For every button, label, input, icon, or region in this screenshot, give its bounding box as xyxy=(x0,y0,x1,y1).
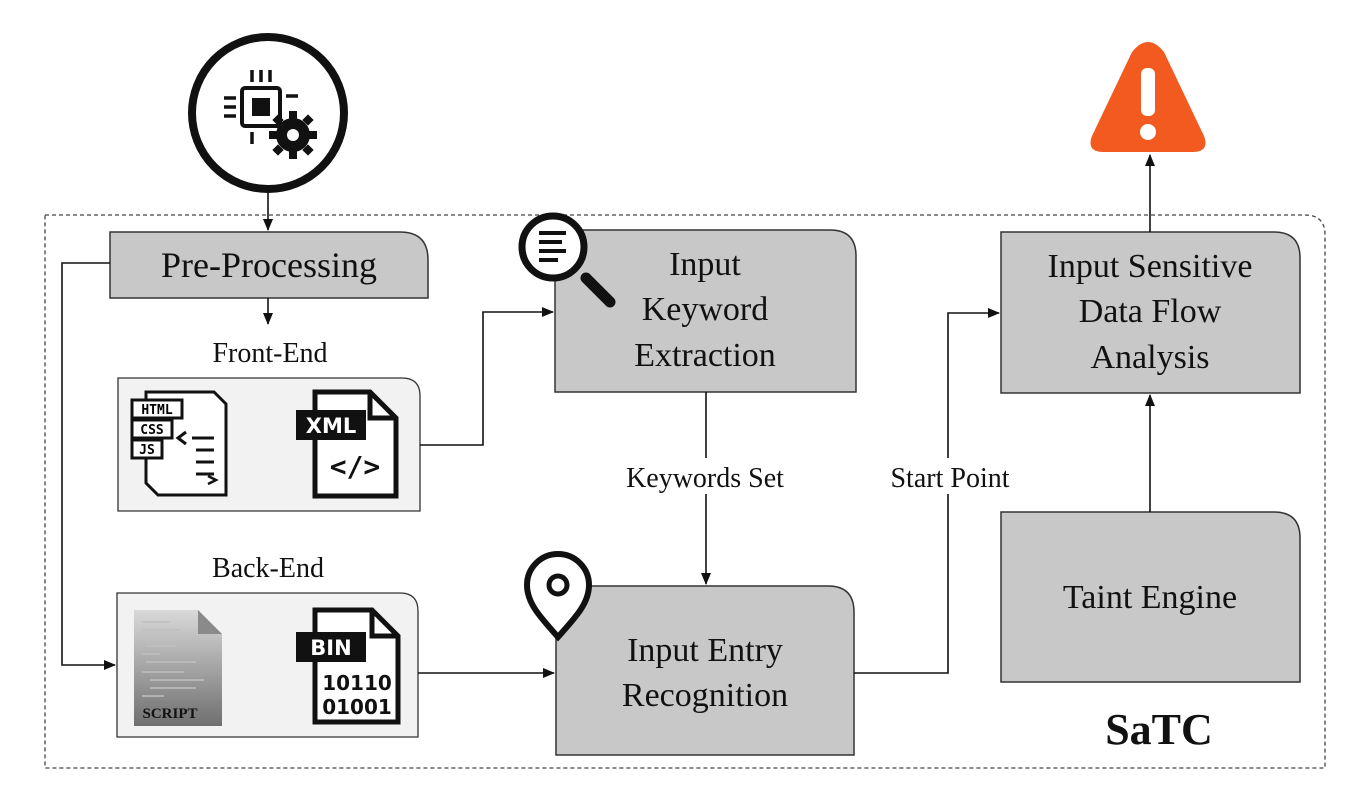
warning-triangle-icon xyxy=(1090,42,1206,152)
taint-engine-label: Taint Engine xyxy=(1063,579,1237,616)
svg-text:BIN: BIN xyxy=(310,636,351,660)
svg-text:01001: 01001 xyxy=(322,695,392,719)
binary-file-icon: BIN 10110 01001 xyxy=(296,607,401,725)
input-sensitive-data-flow-analysis-box: Input Sensitive Data Flow Analysis xyxy=(1000,231,1301,394)
satc-system-boundary xyxy=(44,214,1326,769)
data-flow-line-1: Input Sensitive xyxy=(1048,248,1253,285)
xml-file-icon: XML </> xyxy=(296,389,399,499)
svg-text:SCRIPT: SCRIPT xyxy=(142,706,197,722)
data-flow-line-3: Analysis xyxy=(1091,339,1210,376)
pre-processing-box: Pre-Processing xyxy=(109,231,429,299)
svg-text:10110: 10110 xyxy=(322,671,392,695)
back-end-label: Back-End xyxy=(212,553,324,584)
location-pin-icon xyxy=(523,551,593,642)
svg-text:XML: XML xyxy=(306,414,356,438)
entry-recognition-line-2: Recognition xyxy=(622,677,788,714)
arrow-preprocessing-to-backend xyxy=(61,262,116,670)
front-end-group: HTML CSS JS XML </> xyxy=(117,377,421,512)
entry-recognition-line-1: Input Entry xyxy=(627,632,783,669)
keyword-extraction-line-1: Input xyxy=(669,246,741,283)
html-css-js-file-icon: HTML CSS JS xyxy=(130,390,228,497)
keyword-extraction-line-3: Extraction xyxy=(634,337,776,374)
front-end-label: Front-End xyxy=(212,338,327,369)
document-search-icon xyxy=(518,212,616,308)
svg-text:</>: </> xyxy=(330,450,381,483)
start-point-label: Start Point xyxy=(890,463,1009,494)
pre-processing-label: Pre-Processing xyxy=(161,245,377,285)
back-end-group: SCRIPT BIN 10110 01001 xyxy=(116,592,419,738)
satc-system-label: SaTC xyxy=(1105,705,1213,754)
script-file-icon: SCRIPT xyxy=(134,610,222,726)
svg-text:HTML: HTML xyxy=(141,403,172,418)
taint-engine-box: Taint Engine xyxy=(1000,511,1301,683)
firmware-chip-gear-icon xyxy=(188,33,348,193)
svg-text:CSS: CSS xyxy=(140,423,164,438)
arrow-frontend-to-keyword-extraction xyxy=(420,307,554,446)
keywords-set-label: Keywords Set xyxy=(626,463,784,494)
input-entry-recognition-box: Input Entry Recognition xyxy=(555,585,855,756)
data-flow-line-2: Data Flow xyxy=(1079,293,1222,330)
keyword-extraction-line-2: Keyword xyxy=(642,291,769,328)
input-keyword-extraction-box: Input Keyword Extraction xyxy=(554,229,857,393)
svg-text:JS: JS xyxy=(139,443,155,458)
